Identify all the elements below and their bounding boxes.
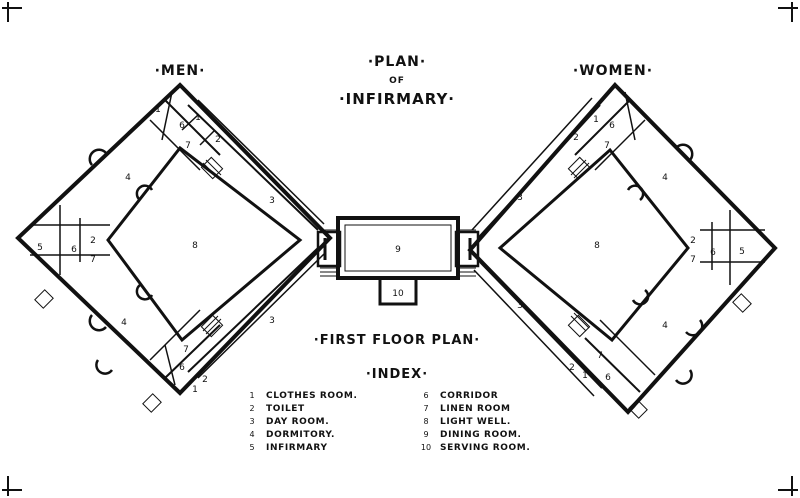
room-number: 3 [517, 301, 523, 311]
room-number: 4 [662, 173, 668, 183]
room-number: 4 [121, 318, 127, 328]
svg-text:DORMITORY.: DORMITORY. [266, 430, 335, 440]
svg-text:LIGHT WELL.: LIGHT WELL. [440, 417, 511, 427]
svg-text:8: 8 [423, 417, 428, 426]
room-number: 6 [179, 121, 185, 131]
svg-text:INFIRMARY: INFIRMARY [266, 443, 328, 453]
svg-text:CORRIDOR: CORRIDOR [440, 391, 498, 401]
svg-text:6: 6 [423, 391, 428, 400]
index-item: 3 DAY ROOM. [249, 417, 329, 427]
women-wing [467, 82, 778, 419]
room-number: 2 [690, 236, 696, 246]
index-item: 4 DORMITORY. [249, 430, 335, 440]
index-item: 6 CORRIDOR [423, 391, 498, 401]
index-item: 9 DINING ROOM. [423, 430, 521, 440]
room-number: 4 [125, 173, 131, 183]
svg-text:1: 1 [249, 391, 254, 400]
room-number: 1 [593, 115, 599, 125]
svg-text:10: 10 [421, 443, 431, 452]
svg-text:CLOTHES ROOM.: CLOTHES ROOM. [266, 391, 358, 401]
men-stairs [34, 156, 224, 413]
index-item: 10 SERVING ROOM. [421, 443, 530, 453]
room-number: 7 [185, 141, 191, 151]
room-number: 3 [269, 316, 275, 326]
room-number: 5 [739, 247, 745, 257]
women-stairs [567, 156, 752, 419]
women-heading: ·WOMEN· [573, 63, 653, 79]
room-number: 7 [604, 141, 610, 151]
men-heading: ·MEN· [155, 63, 206, 79]
index-item: 5 INFIRMARY [249, 443, 327, 453]
room-number: 1 [192, 385, 198, 395]
svg-text:9: 9 [423, 430, 428, 439]
svg-text:2: 2 [249, 404, 254, 413]
index-item: 8 LIGHT WELL. [423, 417, 510, 427]
plan-heading: ·PLAN· [368, 54, 426, 70]
room-number: 8 [594, 241, 600, 251]
room-number: 3 [517, 193, 523, 203]
room-number: 7 [597, 351, 603, 361]
svg-text:DINING ROOM.: DINING ROOM. [440, 430, 522, 440]
infirmary-heading: ·INFIRMARY· [339, 90, 455, 108]
svg-text:7: 7 [423, 404, 428, 413]
room-number: 1 [155, 105, 161, 115]
room-number: 7 [690, 255, 696, 265]
women-light-well-wall [497, 147, 690, 343]
dining-block [316, 216, 480, 306]
index-heading: ·INDEX· [366, 367, 428, 382]
room-number: 3 [269, 196, 275, 206]
men-wing [15, 82, 333, 413]
index-list: 1 CLOTHES ROOM. 2 TOILET 3 DAY ROOM. 4 D… [249, 391, 530, 453]
index-item: 7 LINEN ROOM [423, 404, 510, 414]
index-item: 1 CLOTHES ROOM. [249, 391, 358, 401]
room-number: 2 [569, 363, 575, 373]
room-number: 7 [183, 345, 189, 355]
room-number: 7 [90, 255, 96, 265]
first-floor-plan-heading: ·FIRST FLOOR PLAN· [314, 333, 480, 348]
men-light-well-wall [106, 145, 303, 343]
svg-text:SERVING ROOM.: SERVING ROOM. [440, 443, 530, 453]
room-number: 8 [192, 241, 198, 251]
index-item: 2 TOILET [249, 404, 305, 414]
svg-text:TOILET: TOILET [266, 404, 305, 414]
men-wing-outer-wall [15, 82, 333, 396]
room-number: 4 [662, 321, 668, 331]
svg-text:LINEN ROOM: LINEN ROOM [440, 404, 511, 414]
room-number: 2 [215, 135, 221, 145]
room-number: 6 [710, 248, 716, 258]
room-number: 5 [37, 243, 43, 253]
svg-text:4: 4 [249, 430, 254, 439]
room-number: 2 [573, 133, 579, 143]
room-number: 9 [395, 245, 401, 255]
room-number: 6 [179, 363, 185, 373]
room-number: 6 [71, 245, 77, 255]
room-number: 2 [90, 236, 96, 246]
serving-room-wall [378, 276, 418, 306]
room-number: 6 [609, 121, 615, 131]
svg-text:5: 5 [249, 443, 254, 452]
svg-text:DAY ROOM.: DAY ROOM. [266, 417, 329, 427]
of-heading: OF [389, 76, 405, 86]
room-number: 10 [392, 289, 404, 299]
room-numbers: 4 4 8 3 3 5 2 7 6 6 1 2 1 7 7 6 2 1 4 4 … [37, 105, 745, 395]
room-number: 6 [605, 373, 611, 383]
room-number: 1 [582, 371, 588, 381]
room-number: 2 [202, 375, 208, 385]
svg-text:3: 3 [249, 417, 254, 426]
room-number: 1 [195, 113, 201, 123]
